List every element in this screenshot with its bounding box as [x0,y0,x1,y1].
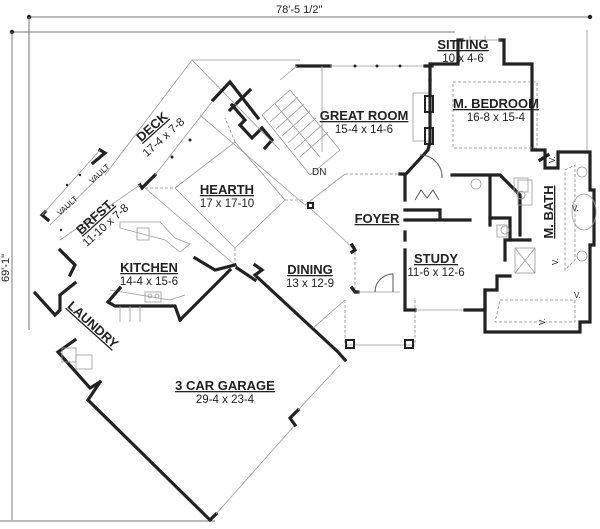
room-name-hearth: HEARTH [200,182,254,197]
room-name-study: STUDY [414,251,458,266]
room-size-master-bedroom: 16-8 x 15-4 [467,112,526,124]
room-size-great-room: 15-4 x 14-6 [335,124,393,136]
room-name-master-bedroom: M. BEDROOM [453,96,539,111]
room-size-garage: 29-4 x 23-4 [196,394,255,406]
vanity-label-2: V. [572,204,579,213]
room-name-sitting: SITTING [437,37,488,52]
room-name-kitchen: KITCHEN [120,260,178,275]
room-name-garage: 3 CAR GARAGE [175,378,275,393]
master-suite-walls [402,36,596,334]
room-size-dining: 13 x 12-9 [286,278,334,290]
room-name-dining: DINING [287,262,333,277]
room-size-hearth: 17 x 17-10 [200,198,254,210]
breakfast-area [39,147,141,241]
vault-label-2: VAULT [87,162,111,185]
kitchen-fixtures [57,221,258,323]
study-walls [403,154,487,312]
vanity-label-4: V. [574,291,581,300]
vanity-label-3: V. [551,258,560,265]
overall-depth-label: 69'-1" [0,254,12,282]
stairs-down-label: DN [312,167,326,178]
room-name-great-room: GREAT ROOM [320,108,409,123]
overall-width-label: 78'-5 1/2" [276,4,322,16]
vanity-label-5: V. [538,318,547,325]
staircase: DN [227,87,341,178]
laundry-walls [32,280,123,391]
room-size-study: 11-6 x 12-6 [407,267,464,279]
deck-area [104,59,300,191]
vanity-label-1: V. [548,156,557,163]
vault-label-1: VAULT [55,194,79,217]
garage-walls [85,262,348,523]
hearth-ceiling [144,114,346,266]
room-size-sitting: 10 x 4-6 [442,53,484,65]
room-size-kitchen: 14-4 x 15-6 [120,276,178,288]
dining-foyer [307,202,416,349]
room-name-master-bath: M. BATH [541,185,556,238]
room-name-foyer: FOYER [355,211,400,226]
room-labels: SITTING 10 x 4-6 GREAT ROOM 15-4 x 14-6 … [65,37,556,406]
dimension-lines [0,14,593,522]
master-bath-fixtures [450,164,597,323]
